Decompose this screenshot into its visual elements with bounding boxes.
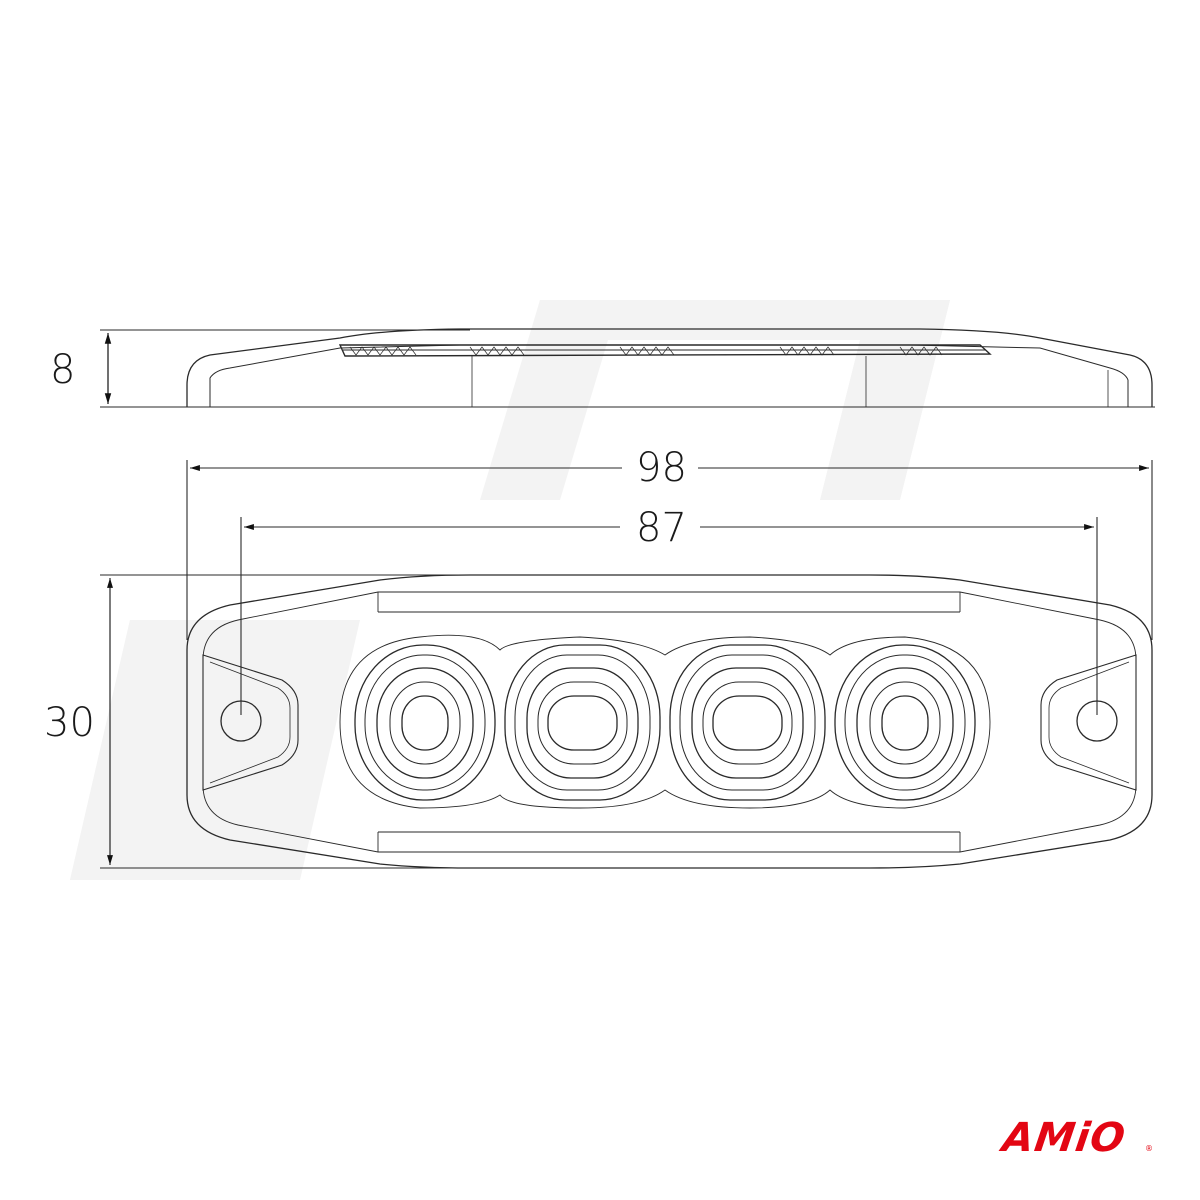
dimension-lines <box>100 460 1153 869</box>
hole-spacing-label: 87 <box>636 505 687 551</box>
side-view <box>100 328 1155 408</box>
overall-length-label: 98 <box>636 445 687 491</box>
width-label: 30 <box>44 700 95 746</box>
height-label: 8 <box>50 347 76 393</box>
brand-logo: AMiO ® <box>999 1115 1153 1161</box>
registered-mark: ® <box>1145 1144 1153 1153</box>
led-2 <box>504 644 661 801</box>
watermark <box>70 300 950 880</box>
led-3 <box>669 644 826 801</box>
brand-logo-text: AMiO <box>999 1115 1129 1161</box>
mounting-hole-right <box>1076 700 1118 742</box>
mounting-hole-left <box>220 700 262 742</box>
led-4 <box>834 644 976 801</box>
led-1 <box>354 644 496 801</box>
top-view <box>186 574 1153 869</box>
